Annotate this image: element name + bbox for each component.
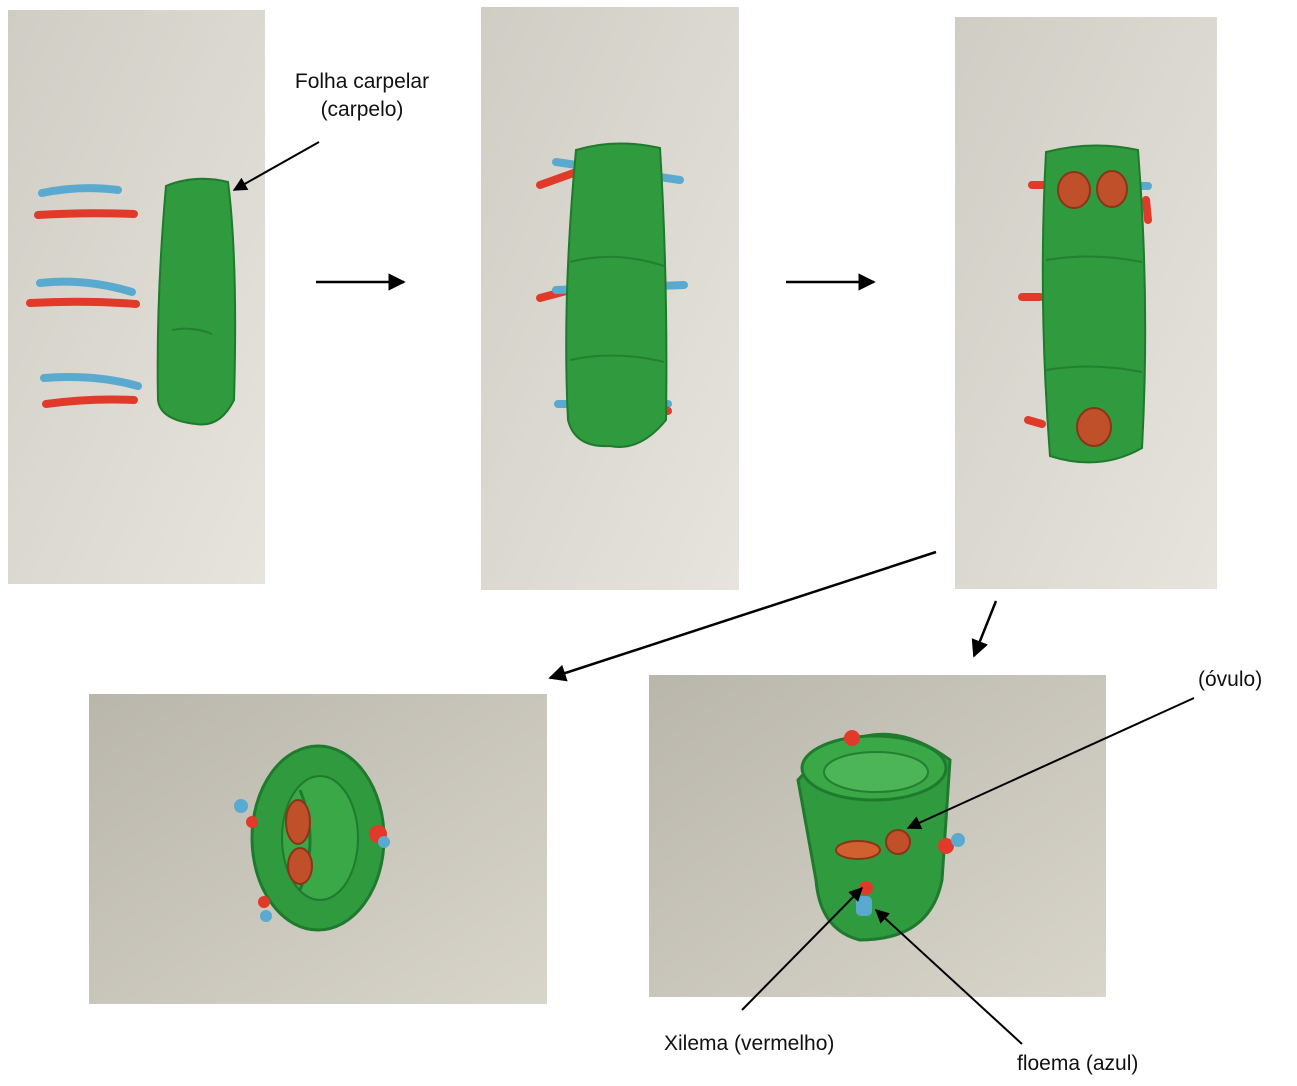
photo-step-2 [481, 7, 739, 590]
photo-step-1 [8, 10, 265, 584]
carpel-strip [158, 179, 235, 425]
carpel-strip [566, 143, 666, 446]
ovule-label: (óvulo) [1198, 666, 1262, 694]
carpel-label: Folha carpelar (carpelo) [262, 68, 462, 124]
phloem-label: floema (azul) [1017, 1050, 1138, 1078]
photo-step-3 [955, 17, 1217, 589]
carpel-label-line2: (carpelo) [262, 96, 462, 124]
arrow-step3-to-step5 [974, 601, 996, 656]
xylem-label: Xilema (vermelho) [664, 1030, 834, 1058]
carpel-label-line1: Folha carpelar [262, 68, 462, 96]
photo-step-5 [649, 675, 1106, 997]
photo-step-4 [89, 694, 547, 1004]
